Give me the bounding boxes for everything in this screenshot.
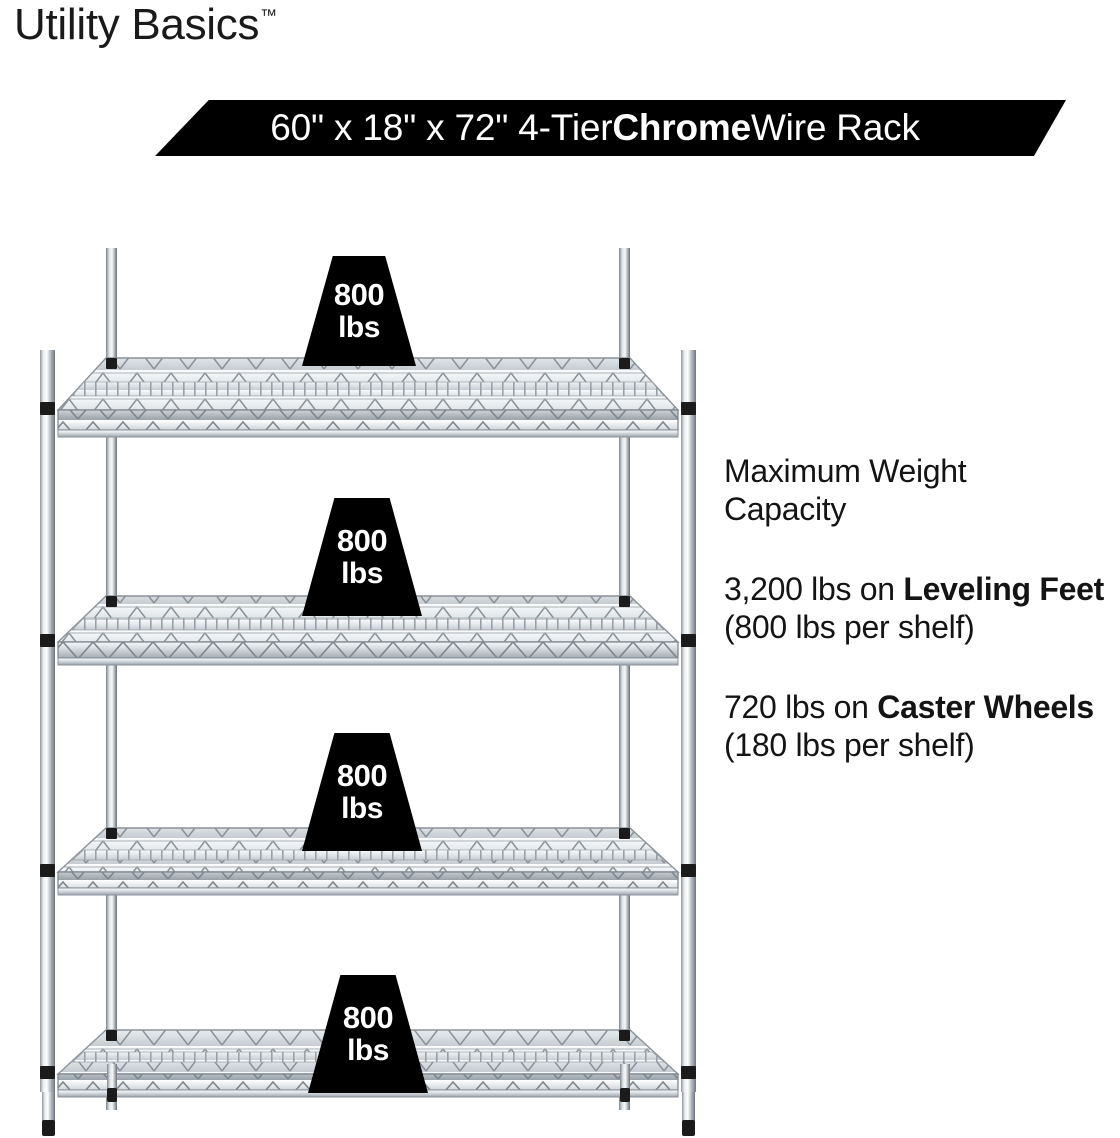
trademark-symbol: ™ [260, 6, 277, 25]
badge-number: 800 [336, 757, 388, 793]
front-posts [40, 350, 696, 1092]
leveling-feet [42, 1064, 695, 1136]
capacity-badge-tier-2: 800 lbs [302, 498, 422, 616]
badge-number: 800 [342, 999, 394, 1035]
banner-background [155, 100, 1066, 156]
badge-unit: lbs [338, 310, 380, 344]
banner-emphasis: Chrome [612, 106, 751, 148]
badge-unit: lbs [341, 556, 383, 590]
badge-label: 800 lbs [302, 733, 422, 851]
badge-label: 800 lbs [302, 498, 422, 616]
capacity-copy-block: Maximum Weight Capacity 3,200 lbs on Lev… [724, 452, 1120, 806]
capacity-badge-tier-1: 800 lbs [302, 256, 416, 366]
leveling-total: 3,200 lbs on [724, 571, 904, 608]
brand-name: Utility Basics [14, 0, 260, 49]
caster-wheels-capacity: 720 lbs on Caster Wheels (180 lbs per sh… [724, 688, 1120, 764]
capacity-badge-tier-4: 800 lbs [308, 975, 428, 1093]
capacity-heading-line2: Capacity [724, 491, 847, 528]
badge-unit: lbs [341, 791, 383, 825]
badge-label: 800 lbs [302, 256, 416, 366]
banner-prefix: 60" x 18" x 72" 4-Tier [270, 106, 613, 148]
caster-detail: (180 lbs per shelf) [724, 727, 975, 764]
shelf-tier-1 [40, 357, 696, 438]
capacity-heading-line1: Maximum Weight [724, 453, 967, 489]
badge-unit: lbs [347, 1033, 389, 1067]
wire-rack-illustration [18, 240, 718, 1138]
leveling-bold: Leveling Feet [903, 571, 1104, 608]
capacity-badge-tier-3: 800 lbs [302, 733, 422, 851]
caster-bold: Caster Wheels [877, 689, 1094, 726]
shelf-tier-2 [40, 595, 696, 666]
leveling-detail: (800 lbs per shelf) [724, 609, 975, 646]
banner-suffix: Wire Rack [750, 106, 920, 148]
badge-number: 800 [336, 522, 388, 558]
badge-label: 800 lbs [308, 975, 428, 1093]
product-title-banner: 60" x 18" x 72" 4-Tier Chrome Wire Rack [124, 100, 1066, 156]
banner-text: 60" x 18" x 72" 4-Tier Chrome Wire Rack [124, 100, 1066, 156]
brand-title: Utility Basics™ [14, 0, 277, 49]
wire-rack-svg [40, 248, 696, 1136]
rear-posts [106, 248, 630, 1110]
capacity-heading: Maximum Weight Capacity [724, 452, 1120, 528]
badge-number: 800 [333, 276, 385, 312]
leveling-feet-capacity: 3,200 lbs on Leveling Feet (800 lbs per … [724, 570, 1120, 646]
caster-total: 720 lbs on [724, 689, 878, 726]
shelf-tier-3 [40, 827, 696, 896]
